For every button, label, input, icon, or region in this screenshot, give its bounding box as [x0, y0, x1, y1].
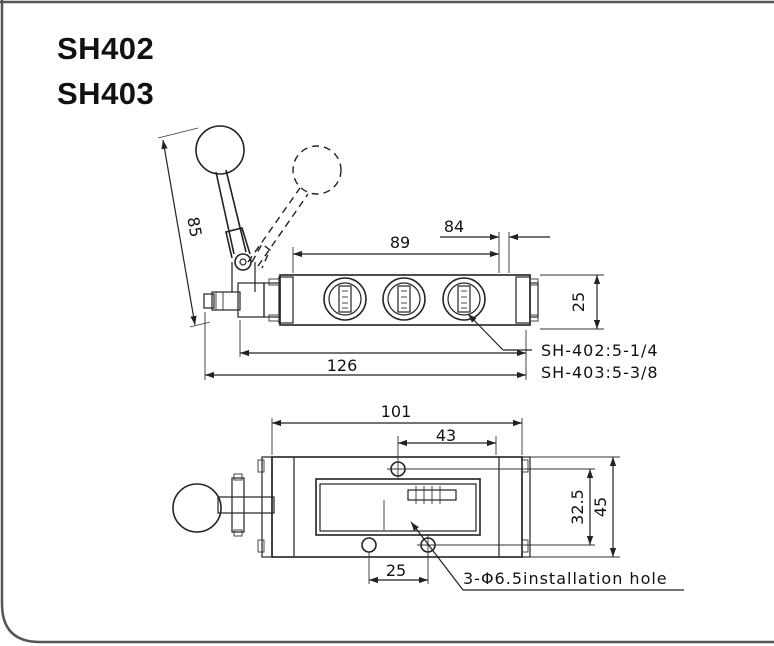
spool-window — [315, 478, 481, 536]
lever-pivot — [234, 253, 252, 271]
model-title-sh402: SH402 — [57, 31, 155, 66]
mount-hole-2 — [361, 537, 377, 553]
dim-body-length: 89 — [390, 233, 410, 252]
body-left-cap — [263, 282, 281, 318]
lever-bracket — [237, 282, 265, 318]
top-valve-body — [271, 456, 523, 558]
dim-overall-length: 126 — [327, 356, 358, 375]
dim-hole-spacing-h: 25 — [386, 561, 406, 580]
lever-handle-dashed — [247, 145, 342, 269]
dim-height: 25 — [569, 292, 588, 312]
port-2 — [382, 277, 426, 321]
port-note-sh403: SH-403:5-3/8 — [541, 363, 659, 382]
dim-hole-spacing-v: 32.5 — [568, 489, 587, 525]
dim-end-cap: 84 — [444, 217, 464, 236]
dim-port-offset: 43 — [436, 426, 456, 445]
top-lever-knob — [172, 483, 222, 533]
dim-top-body-length: 101 — [381, 402, 412, 421]
port-3 — [442, 277, 486, 321]
top-view: 101 43 32.5 45 25 3-Φ6.5installation hol — [172, 402, 684, 591]
port-1 — [323, 277, 367, 321]
model-title-sh403: SH403 — [57, 76, 155, 111]
dim-top-height: 45 — [591, 497, 610, 517]
dim-lever-travel: 85 — [183, 215, 205, 238]
hole-note: 3-Φ6.5installation hole — [463, 569, 668, 588]
body-right-cap — [529, 282, 539, 318]
top-lever-stem — [217, 496, 275, 514]
port-note-sh402: SH-402:5-1/4 — [541, 341, 659, 360]
side-view: 85 89 84 25 126 SH — [157, 125, 659, 382]
lever-handle-solid — [195, 125, 251, 259]
